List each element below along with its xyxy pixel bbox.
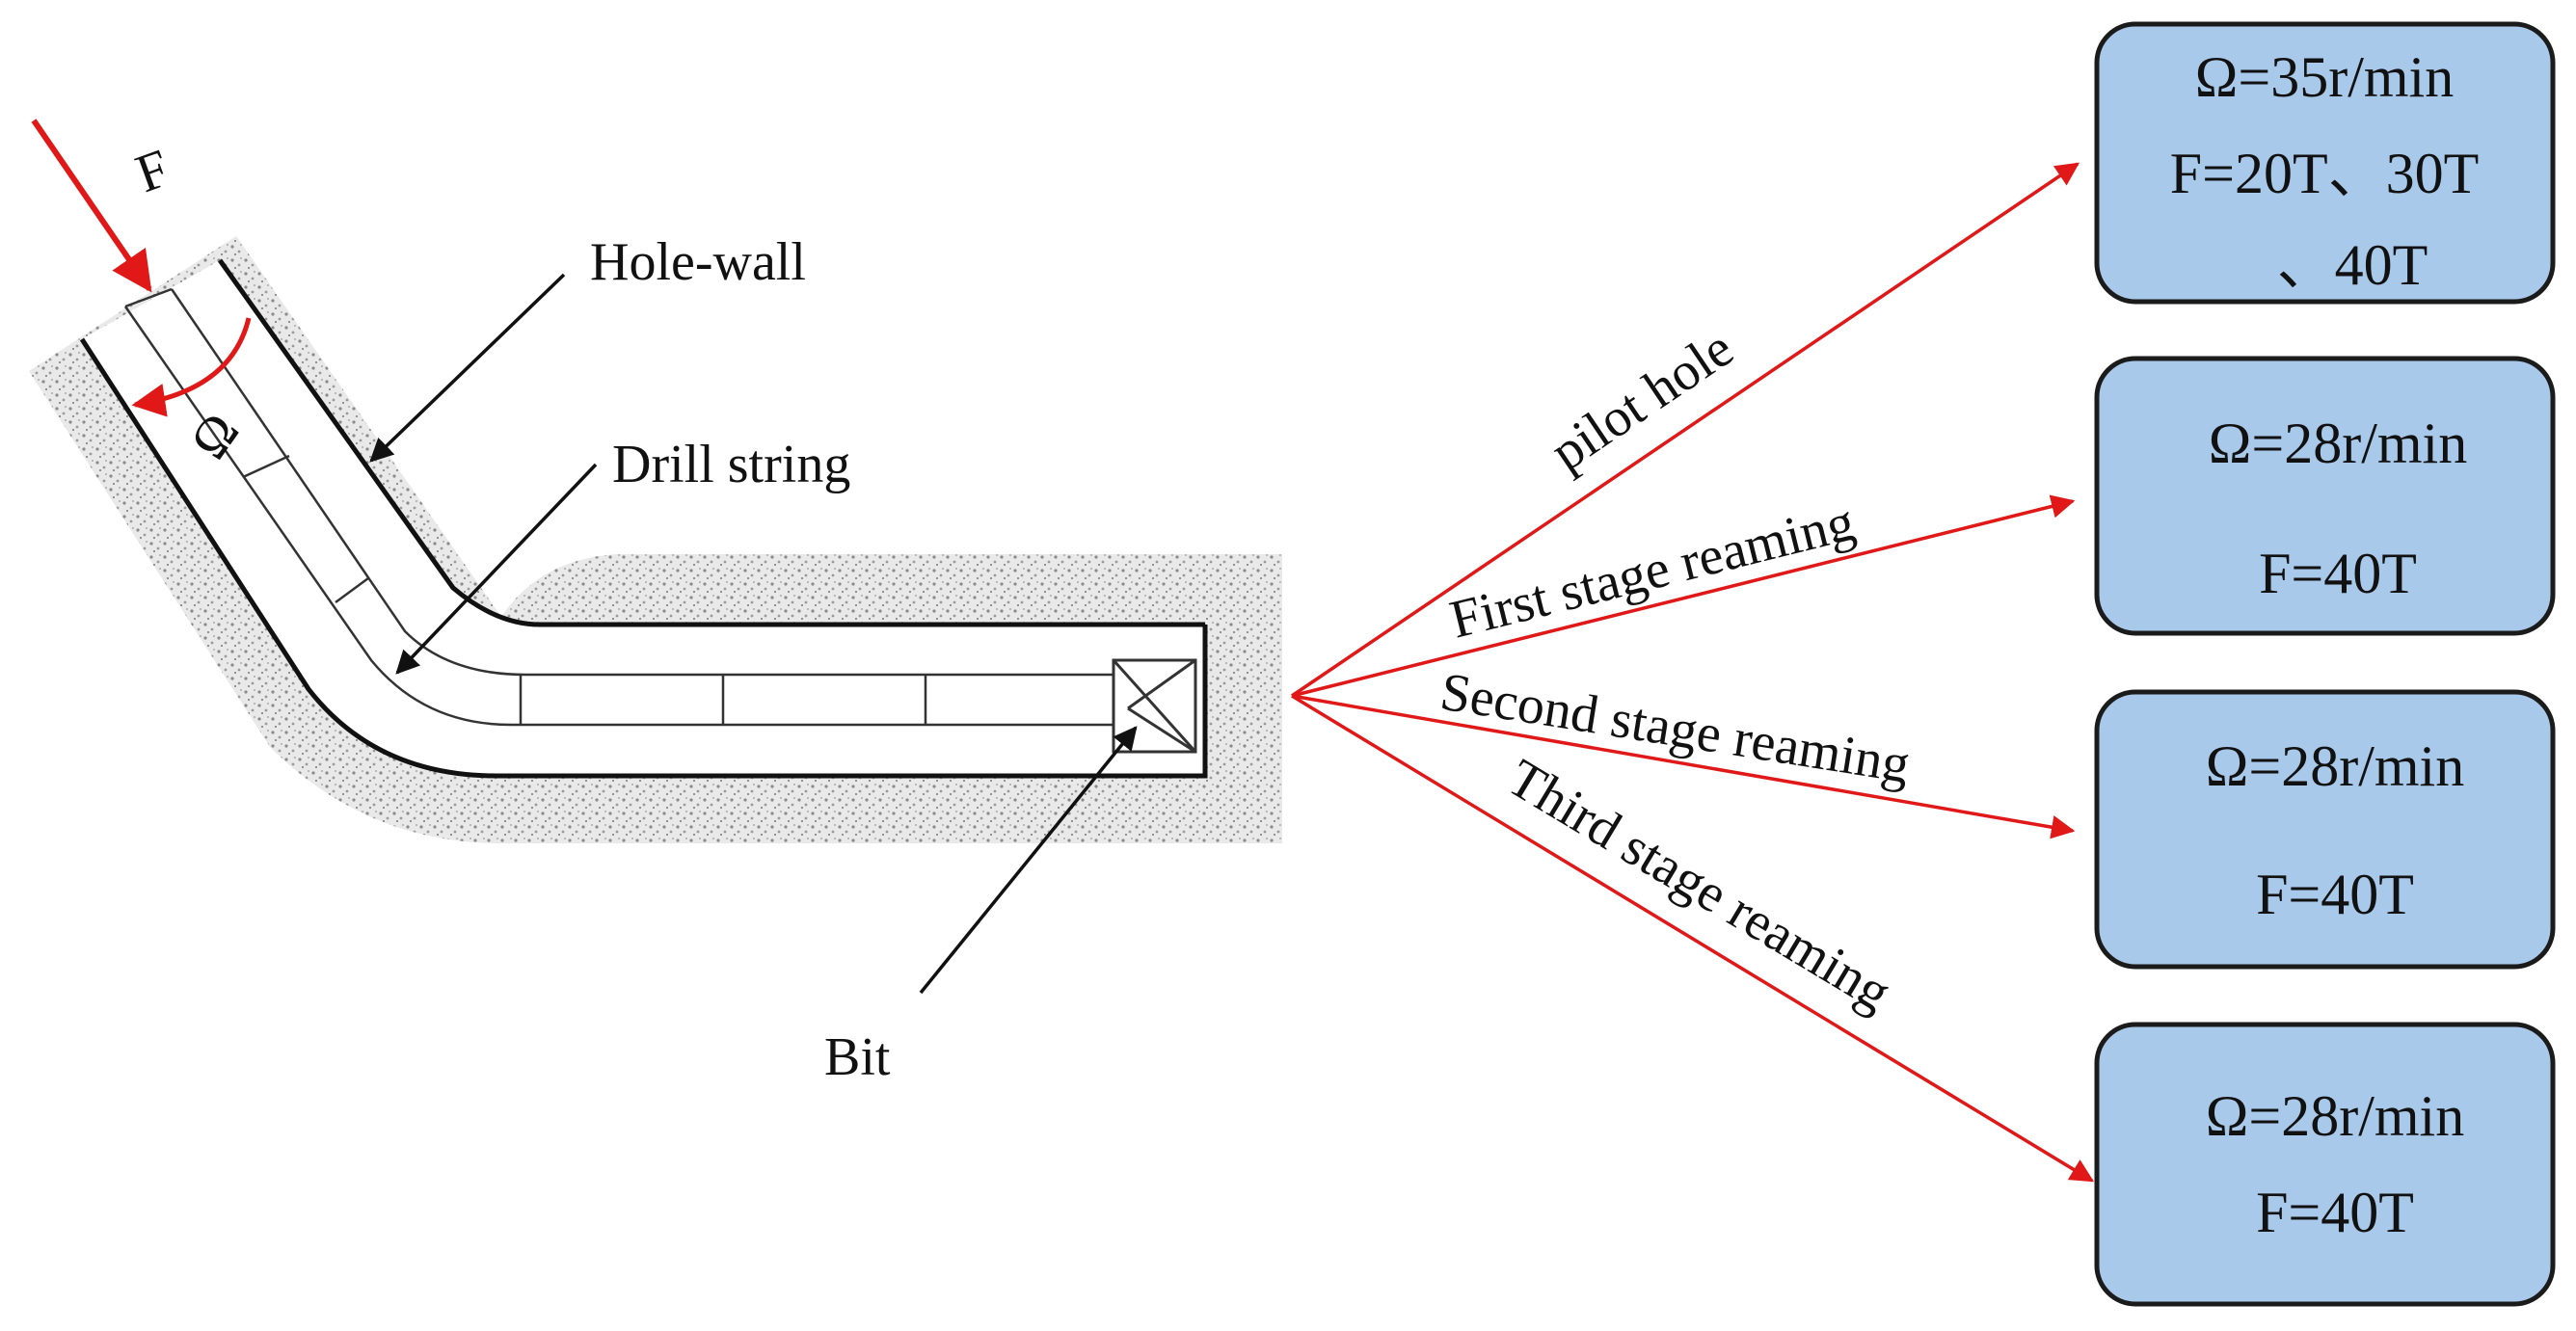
- hole-wall-label: Hole-wall: [590, 232, 806, 292]
- stage-arrow-third: [1291, 694, 2095, 1183]
- hole-wall-inner: [217, 258, 1205, 627]
- stage-box-first-line-2: F=40T: [2259, 542, 2417, 605]
- force-label: F: [128, 138, 176, 204]
- drill-string-label: Drill string: [612, 435, 850, 494]
- bit-label: Bit: [824, 1027, 891, 1087]
- bit-pointer: [919, 726, 1138, 995]
- stage-label-second: Second stage reaming: [1436, 662, 1914, 795]
- stage-arrows: [1291, 162, 2095, 1183]
- stage-box-pilot-line-3: 、40T: [2277, 233, 2428, 297]
- stage-box-third-line-1: Ω=28r/min: [2206, 1084, 2464, 1148]
- stage-box-second-line-2: F=40T: [2256, 863, 2414, 926]
- stage-box-pilot: Ω=35r/min F=20T、30T 、40T: [2094, 21, 2556, 305]
- stage-arrow-first: [1291, 494, 2076, 698]
- stage-box-second: Ω=28r/min F=40T: [2094, 689, 2556, 970]
- stage-box-first: Ω=28r/min F=40T: [2094, 356, 2556, 636]
- drill-string: [123, 287, 1114, 727]
- force-arrow: [31, 119, 152, 293]
- stage-box-pilot-line-2: F=20T、30T: [2170, 142, 2480, 205]
- stage-arrow-second: [1291, 694, 2076, 839]
- hole-wall-outer: [79, 337, 1208, 779]
- stage-box-pilot-line-1: Ω=35r/min: [2195, 45, 2454, 109]
- stage-box-third-line-2: F=40T: [2256, 1181, 2414, 1244]
- stage-arrow-pilot: [1291, 162, 2080, 698]
- hole-wall-pointer: [369, 273, 566, 463]
- rotation-arrow: [131, 317, 252, 417]
- stage-box-second-line-1: Ω=28r/min: [2206, 734, 2464, 798]
- drill-string-pointer: [395, 463, 598, 675]
- stage-box-first-line-1: Ω=28r/min: [2209, 412, 2467, 475]
- stage-box-third: Ω=28r/min F=40T: [2094, 1022, 2556, 1307]
